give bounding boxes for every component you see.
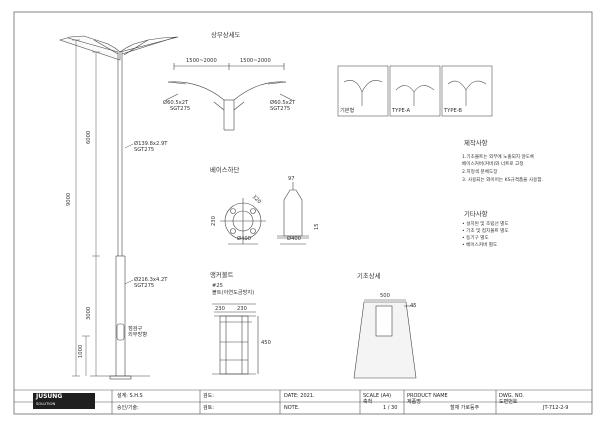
height-3000: 3000 (86, 306, 92, 320)
pole-lower-spec: Ø216.3x4.2T (134, 277, 168, 283)
checker-field: 검도: (203, 393, 214, 399)
title-block-lines (14, 389, 592, 414)
plate-dim-400-side: Ø400 (287, 236, 301, 242)
inspection-door-label: 점검구 (128, 326, 143, 332)
others-note-2: • 기초 및 접지볼트 별도 (462, 229, 509, 234)
product-name-value: 철재 가로등주 (450, 405, 480, 411)
inspection-door-direction: 외부방향 (128, 332, 148, 338)
height-1000: 1000 (78, 344, 84, 358)
type-a-label: TYPE-A (392, 108, 411, 114)
anchor-bolt-drawing (212, 303, 259, 375)
plate-dim-400-plan: Ø400 (237, 236, 251, 242)
pole-lower-grade: SGT275 (134, 283, 155, 289)
pipe-right-spec: Ø60.5x2T (270, 100, 296, 106)
approver-field: 승인/기술: (117, 405, 139, 411)
arm-right-dim: 1500~2000 (240, 58, 271, 64)
bolt-spec-size: #25 (212, 283, 223, 289)
designer-field: 설계: S.H.S (117, 393, 143, 399)
plate-dim-230: 230 (211, 216, 217, 226)
plate-dim-97: 97 (288, 176, 295, 182)
foundation-dim-500: 500 (380, 293, 390, 299)
company-logo-subtitle: SOLUTION (36, 401, 56, 406)
pipe-left-spec: Ø60.5x2T (163, 100, 189, 106)
pole-upper-grade: SGT275 (134, 147, 155, 153)
pipe-left-grade: SGT275 (170, 106, 191, 112)
pole-upper-spec: Ø139.8x2.9T (134, 141, 168, 147)
plate-dim-15: 15 (314, 223, 320, 230)
border-frame (13, 11, 593, 415)
manufacturing-title: 제작사항 (464, 139, 488, 147)
height-9000: 9000 (66, 192, 72, 206)
manufacturing-note-2: 베이스커버(커버)와 너트로 고정 (462, 162, 524, 167)
company-logo-text: JUSUNG (36, 393, 63, 400)
main-pole (59, 35, 179, 380)
top-detail-drawing (165, 63, 293, 131)
manufacturing-note-1: 1.기초볼트는 외부에 노출되지 않도록 (462, 155, 535, 160)
bolt-dim-230a: 230 (215, 306, 225, 312)
note-field: NOTE. (284, 405, 300, 411)
foundation-dim-45: 45 (410, 303, 417, 309)
type-boxes (337, 65, 493, 117)
date-field: DATE: 2021. (284, 393, 315, 399)
product-name-label: PRODUCT NAME (407, 393, 448, 399)
height-6000: 6000 (86, 130, 92, 144)
company-logo-box (33, 393, 95, 409)
drawing-number-value: JT-712-2-9 (543, 405, 569, 411)
scale-label: SCALE (A4) (363, 393, 392, 399)
scale-label-kor: 축척 (363, 399, 373, 405)
type-b-label: TYPE-B (444, 108, 462, 114)
others-note-4: • 베이스커버 별도 (462, 243, 498, 248)
base-plate-title: 베이스하단 (210, 166, 240, 174)
others-note-1: • 설치된 및 조립선 별도 (462, 222, 509, 227)
foundation-title: 기초상세 (357, 272, 381, 280)
pipe-right-grade: SGT275 (270, 106, 291, 112)
type-basic-label: 기본형 (340, 108, 355, 114)
product-name-label-kor: 제품명 (407, 399, 421, 405)
base-plate-drawing (220, 182, 309, 245)
scale-value: 1 / 30 (383, 405, 398, 411)
bolt-dim-450: 450 (261, 340, 271, 346)
pole-dimension-lines (72, 39, 134, 377)
others-note-3: • 등기구 별도 (462, 236, 489, 241)
bolt-spec-note: 볼트(아연도금방지) (212, 290, 255, 296)
anchor-bolt-title: 앵커볼트 (210, 271, 234, 279)
others-title: 기타사항 (464, 210, 488, 218)
reviewer-field: 검토: (203, 405, 214, 411)
manufacturing-note-4: 3. 사용되는 와이어는 KS규격품을 사용함. (462, 178, 544, 183)
foundation-drawing (353, 299, 417, 379)
manufacturing-note-3: 2.지정색 분체도장 (462, 170, 498, 175)
bolt-dim-230b: 230 (237, 306, 247, 312)
drawing-number-label-kor: 도면번호 (499, 399, 518, 405)
drawing-number-label: DWG. NO. (499, 393, 524, 399)
top-detail-title: 상부상세도 (211, 31, 241, 39)
arm-left-dim: 1500~2000 (186, 58, 217, 64)
